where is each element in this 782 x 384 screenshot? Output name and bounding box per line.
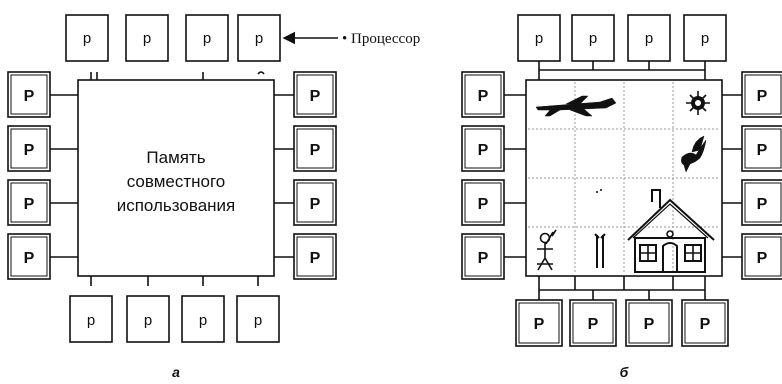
left-processor-b-label-1: P (478, 88, 489, 105)
left-processor-label-1: P (24, 88, 35, 105)
top-processor-row-b: p p p p (518, 15, 726, 80)
right-processor-label-3: P (310, 196, 321, 213)
memory-label-line-2: совместного (127, 172, 226, 191)
top-processor-b-label-2: p (589, 30, 597, 47)
top-processor-row: p p p p (66, 15, 280, 80)
bottom-processor-label-3: p (199, 312, 207, 329)
left-processor-b-label-3: P (478, 196, 489, 213)
processor-annotation: • Процессор (342, 31, 420, 47)
left-connections (50, 95, 78, 257)
left-processor-b-label-4: P (478, 250, 489, 267)
left-processor-column: P P P P (8, 72, 78, 279)
top-processor-label-3: p (203, 30, 211, 47)
left-processor-label-3: P (24, 196, 35, 213)
bottom-processor-b-label-2: P (588, 316, 599, 333)
bottom-processor-b-label-4: P (700, 316, 711, 333)
bottom-processor-row: p p p p (70, 276, 279, 342)
left-processor-label-4: P (24, 250, 35, 267)
top-processor-label-4: p (255, 30, 263, 47)
right-processor-b-label-1: P (757, 88, 768, 105)
top-connection-ticks (91, 72, 264, 80)
top-processor-label-1: p (83, 30, 91, 47)
right-processor-label-2: P (310, 142, 321, 159)
memory-label-line-3: использования (117, 196, 236, 215)
right-processor-label-1: P (310, 88, 321, 105)
right-processor-b-label-3: P (757, 196, 768, 213)
right-processor-column-b: P P P P (722, 72, 782, 279)
bottom-processor-label-2: p (144, 312, 152, 329)
top-processor-b-label-3: p (645, 30, 653, 47)
bottom-processor-b-label-3: P (644, 316, 655, 333)
right-processor-b-label-4: P (757, 250, 768, 267)
bottom-processor-label-4: p (254, 312, 262, 329)
right-processor-column: P P P P (274, 72, 336, 279)
left-processor-column-b: P P P P (462, 72, 526, 279)
right-processor-label-4: P (310, 250, 321, 267)
left-processor-b-label-2: P (478, 142, 489, 159)
top-processor-b-label-4: p (701, 30, 709, 47)
caption-a: а (172, 364, 180, 380)
diagram-a: Память совместного использования p p p p… (8, 15, 420, 380)
bottom-processor-label-1: p (87, 312, 95, 329)
bottom-processor-b-label-1: P (534, 316, 545, 333)
top-processor-label-2: p (143, 30, 151, 47)
right-processor-b-label-2: P (757, 142, 768, 159)
caption-b: б (620, 364, 629, 380)
top-bus-b (539, 61, 705, 80)
left-connections-b (504, 95, 526, 257)
right-connections (274, 95, 294, 257)
diagram-b: p p p p P P P P (462, 15, 782, 380)
bottom-connection-ticks (91, 276, 258, 286)
bottom-bus-b (539, 276, 705, 300)
right-connections-b (722, 95, 742, 257)
left-processor-label-2: P (24, 142, 35, 159)
memory-label-line-1: Память (146, 148, 205, 167)
bottom-processor-row-b: P P P P (516, 276, 728, 346)
top-processor-b-label-1: p (535, 30, 543, 47)
